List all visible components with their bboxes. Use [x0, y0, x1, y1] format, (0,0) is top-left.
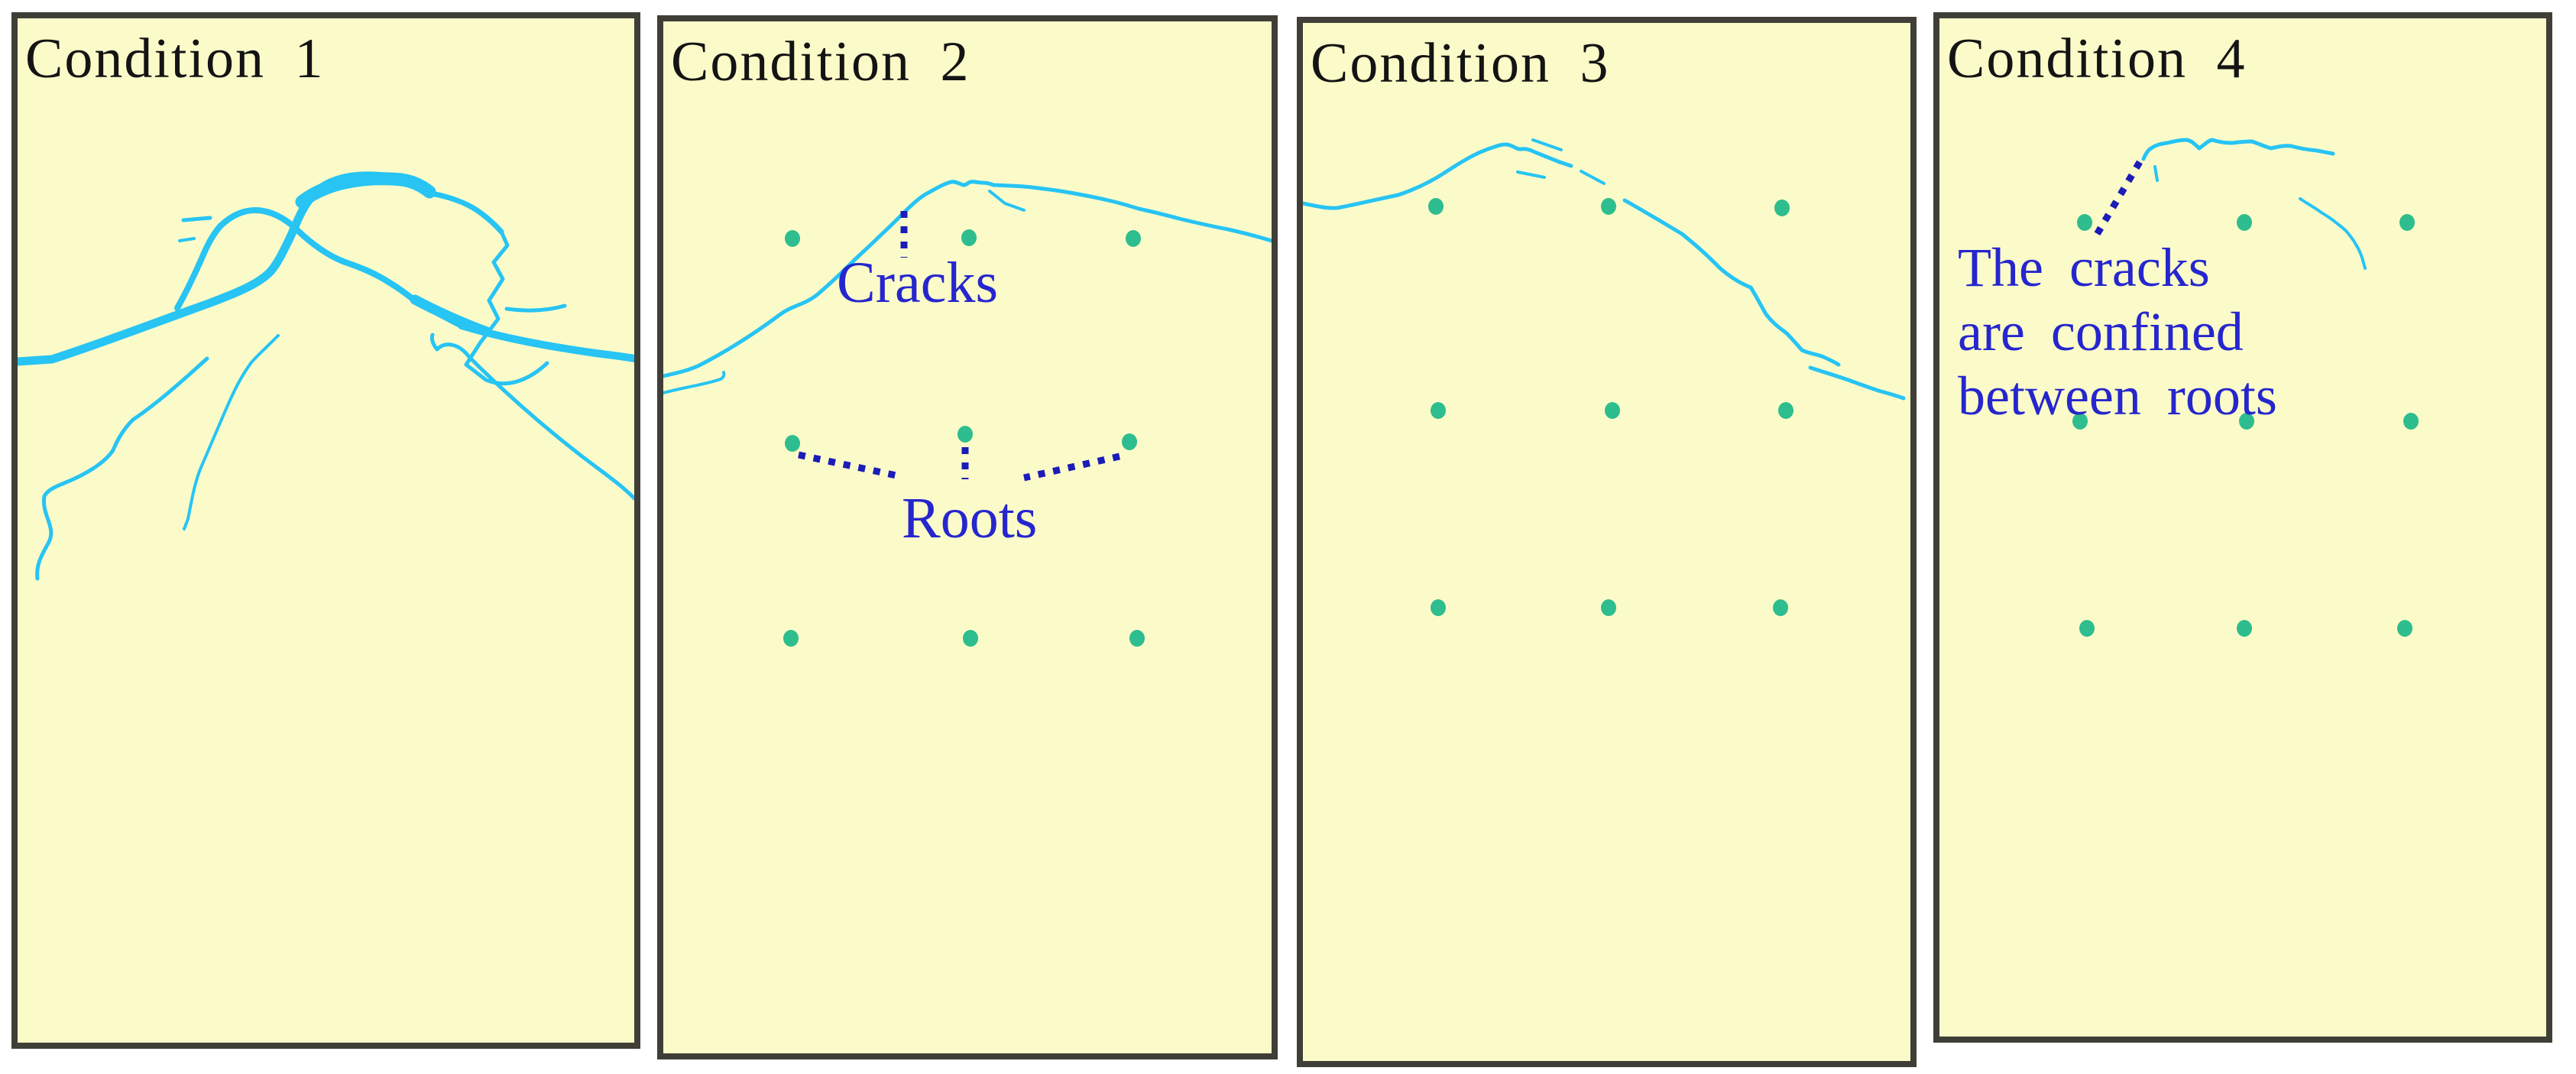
crack-line-blob-spur: [504, 303, 567, 313]
crack-line-arch-right-shoulder: [428, 190, 504, 235]
crack-line-mid-dash: [1580, 170, 1606, 185]
panel-condition-3: Condition 3: [1297, 17, 1917, 1067]
crack-line-left-rise: [1303, 142, 1573, 210]
dotted-leader-roots-leader-left: [798, 451, 897, 479]
crack-line-upper-dash: [1531, 138, 1563, 151]
root-dot: [2399, 214, 2415, 231]
root-dot: [961, 229, 977, 246]
condition-3-drawing: [1303, 138, 1906, 616]
dotted-leader-note-leader: [2092, 160, 2143, 239]
root-dot: [1605, 402, 1620, 419]
panel-2-title: Condition 2: [671, 31, 970, 93]
root-dot: [1431, 402, 1446, 419]
crack-line-shoulder-dash-b: [178, 237, 196, 242]
panel-condition-3-inner: Condition 3: [1303, 23, 1910, 1061]
root-dot: [783, 630, 799, 647]
note-line-1: The cracks: [1958, 237, 2210, 298]
panel-condition-4: Condition 4 The cracks are confined betw…: [1933, 12, 2552, 1043]
root-dot: [963, 630, 978, 647]
note-line-3: between roots: [1958, 365, 2277, 427]
crack-line-inner-arch: [174, 207, 465, 329]
condition-1-drawing: [18, 171, 634, 581]
dotted-leader-roots-leader-right: [1023, 453, 1120, 482]
crack-line-right-branch: [2299, 197, 2367, 270]
confined-cracks-note: The cracks are confined between roots: [1958, 235, 2277, 428]
root-dot: [1778, 402, 1793, 419]
crack-line-descent-tail-dash: [1808, 365, 1906, 401]
panel-3-title: Condition 3: [1311, 32, 1610, 95]
root-dot: [2072, 413, 2088, 430]
crack-line-right-descent: [1622, 198, 1841, 367]
crack-line-arch-peak-thick: [295, 172, 436, 209]
root-dot: [1122, 433, 1137, 450]
panel-4-title: Condition 4: [1947, 28, 2247, 90]
root-dot: [2079, 620, 2095, 637]
crack-line-peak-spur: [988, 190, 1026, 212]
root-dot: [1126, 230, 1141, 247]
root-dot: [785, 230, 800, 247]
crack-line-left-descender-curl: [35, 356, 209, 581]
panel-1-title: Condition 1: [25, 28, 325, 90]
root-dot: [1601, 198, 1616, 215]
crack-line-top-crack: [2141, 138, 2335, 161]
condition-4-drawing: [2072, 138, 2419, 637]
crack-line-shoulder-dash-a: [181, 216, 212, 222]
root-dot: [1773, 599, 1788, 616]
root-dot: [2403, 413, 2419, 430]
root-dot: [2237, 620, 2252, 637]
root-dot: [2397, 620, 2412, 637]
panel-condition-1-inner: Condition 1: [18, 18, 634, 1043]
root-dot: [2239, 413, 2254, 430]
crack-line-small-tick: [2153, 165, 2159, 182]
root-dot: [1428, 198, 1444, 215]
root-dot: [1431, 599, 1446, 616]
crack-line-left-descender-2: [183, 334, 280, 531]
crack-line-left-under-segment: [663, 371, 726, 394]
crack-line-main-crack: [663, 180, 1272, 378]
root-dot: [785, 435, 800, 452]
note-line-2: are confined: [1958, 301, 2244, 362]
root-dot: [1601, 599, 1616, 616]
panel-condition-2-inner: Condition 2 Cracks Roots: [663, 21, 1272, 1053]
root-dot: [2077, 214, 2092, 231]
crack-line-lower-right-descender: [429, 333, 634, 501]
crack-line-below-dash: [1516, 170, 1546, 179]
panel-condition-4-inner: Condition 4 The cracks are confined betw…: [1939, 18, 2546, 1037]
root-dot: [1774, 200, 1790, 216]
crack-line-inner-arch-tail: [458, 322, 634, 362]
root-dot: [957, 426, 973, 443]
root-dot: [2237, 214, 2252, 231]
panel-condition-2: Condition 2 Cracks Roots: [657, 15, 1278, 1059]
cracks-label: Cracks: [837, 251, 999, 315]
panel-condition-1: Condition 1: [11, 12, 640, 1049]
root-dot: [1129, 630, 1145, 647]
condition-2-drawing: [663, 180, 1272, 647]
roots-label: Roots: [902, 486, 1038, 550]
